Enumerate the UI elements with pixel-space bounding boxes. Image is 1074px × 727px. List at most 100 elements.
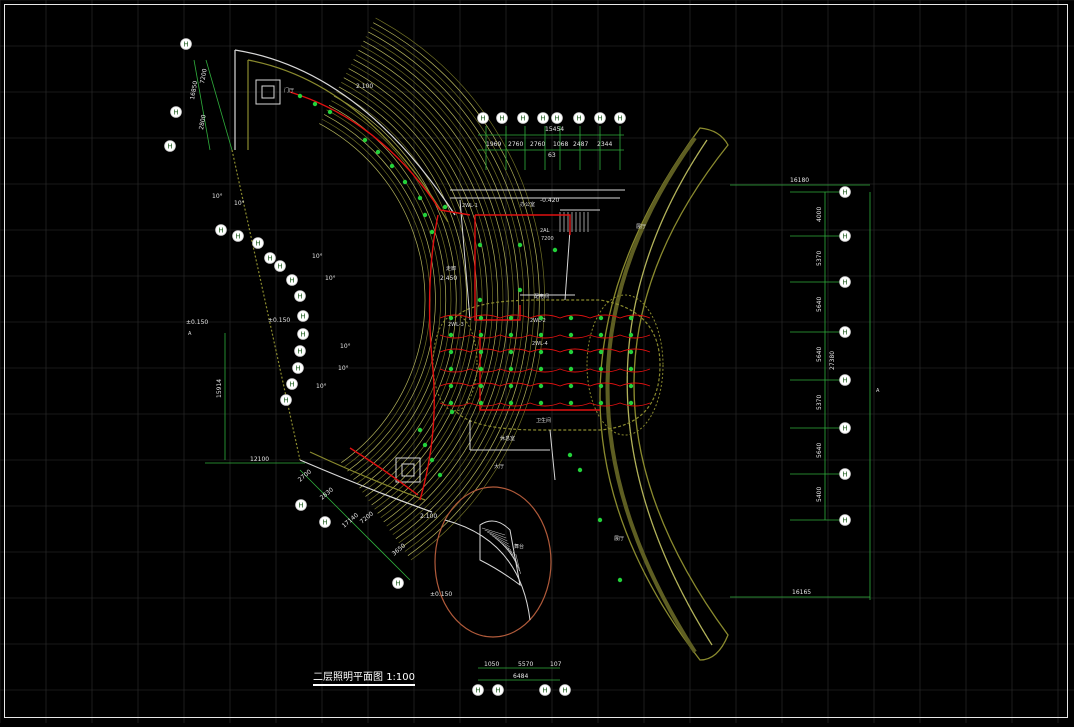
axis-bubble-label: H [235, 233, 240, 241]
light-fixture [478, 315, 484, 321]
rotunda-hatch-line [492, 535, 510, 548]
axis-bubble [294, 345, 306, 357]
angle-1: 10° [212, 193, 223, 200]
axis-bubble-label: H [173, 109, 178, 117]
seat-row-arc [375, 17, 545, 561]
axis-bubble-label: H [475, 687, 480, 695]
west-inner-wall [247, 59, 449, 223]
rotunda-hatch-line [489, 533, 509, 545]
axis-bubble-label: H [267, 255, 272, 263]
axis-bubble-label: H [300, 331, 305, 339]
light-fixture [422, 442, 428, 448]
light-fixture [538, 383, 544, 389]
circuit-center-trunk [474, 215, 521, 321]
dim-right-part-5: 5370 [816, 395, 823, 410]
axis-bubble [232, 230, 244, 242]
axis-bubble [295, 499, 307, 511]
elevation-stair: 2.450 [440, 275, 457, 282]
label-corridor: 走廊 [446, 265, 456, 272]
axis-bubble-label: H [499, 115, 504, 123]
dim-right-overall-top: 16180 [790, 177, 809, 184]
axis-bubble-label: H [297, 293, 302, 301]
axis-bubble [839, 514, 851, 526]
light-fixture [598, 349, 604, 355]
label-circuit-d: 2WL-4 [532, 341, 548, 347]
axis-bubble-label: H [617, 115, 622, 123]
stair-well-top-inner [261, 85, 275, 99]
west-left-wall [231, 149, 301, 461]
light-fixture [598, 383, 604, 389]
axis-bubble [839, 422, 851, 434]
label-east-wing: 展厅 [636, 224, 646, 230]
axis-bubble [839, 186, 851, 198]
dim-bottom-part-3: 107 [550, 661, 562, 668]
seating-arcs [319, 17, 545, 561]
light-fixture [327, 109, 333, 115]
light-fixture [448, 400, 454, 406]
dim-top-part-6: 2344 [597, 141, 612, 148]
axis-bubble-label: H [842, 233, 847, 241]
bottom-rotunda [434, 486, 552, 638]
light-fixture [598, 315, 604, 321]
right-apse [586, 294, 664, 436]
angle-5: 10° [340, 343, 351, 350]
light-fixture [417, 427, 423, 433]
axis-bubble-label: H [295, 365, 300, 373]
hall-circuit-row [439, 368, 651, 373]
block-right-wall [564, 229, 571, 301]
axis-bubble-label: H [495, 687, 500, 695]
dim-bottom-part-1: 1050 [484, 661, 499, 668]
light-fixture [508, 332, 514, 338]
rotunda-hatch-line [481, 527, 506, 536]
circuit-west-trunk [419, 214, 439, 501]
elevation-main: ±0.150 [268, 317, 290, 324]
label-west-wing: 展厅 [614, 536, 624, 542]
label-lobby: 门厅 [284, 87, 294, 94]
light-fixture [628, 366, 634, 372]
dim-bottom-part-2: 5570 [518, 661, 533, 668]
elevation-bottom: ±0.150 [430, 591, 452, 598]
hall-circuit-row [439, 334, 651, 339]
axis-bubble [297, 310, 309, 322]
west-wing-walls [231, 49, 456, 513]
axis-bubble-label: H [562, 687, 567, 695]
rotunda-hatch-line [484, 529, 507, 539]
axis-bubble-label: H [576, 115, 581, 123]
title-underline [313, 684, 416, 686]
axis-bubble-label: H [842, 471, 847, 479]
top-dimension-ticks [485, 126, 621, 170]
axis-bubble [274, 260, 286, 272]
dim-right-part-6: 5640 [816, 443, 823, 458]
axis-bubble [180, 38, 192, 50]
dim-bottom-overall: 6484 [513, 673, 528, 680]
axis-bubble [496, 112, 508, 124]
stair-well-bottom-inner [401, 463, 415, 477]
seat-row-arc [368, 31, 530, 548]
axis-bubble-label: H [554, 115, 559, 123]
section-mark-right: A [876, 388, 880, 394]
axis-bubble-label: H [842, 189, 847, 197]
axis-bubble-label: H [540, 115, 545, 123]
axis-bubble-label: H [283, 397, 288, 405]
light-fixture [568, 400, 574, 406]
dim-top-part-5: 2487 [573, 141, 588, 148]
axis-bubble [539, 684, 551, 696]
light-fixture [617, 577, 623, 583]
light-fixture [448, 366, 454, 372]
dim-left-upper-a: 16850 [189, 80, 199, 100]
dimension-lines [193, 59, 871, 681]
dim-right-part-4: 5640 [816, 347, 823, 362]
axis-bubble-label: H [297, 348, 302, 356]
seat-row-arc [353, 59, 499, 523]
light-fixture [538, 400, 544, 406]
light-fixture [448, 315, 454, 321]
light-fixture [448, 332, 454, 338]
label-circuit-c: 2WL-3 [448, 322, 464, 328]
light-fixture [402, 179, 408, 185]
dim-top-sub: 63 [548, 152, 556, 159]
rotunda-hatch-line [510, 549, 519, 569]
elevation-corridor: -0.420 [540, 197, 560, 204]
hall-circuit-row [439, 402, 651, 407]
